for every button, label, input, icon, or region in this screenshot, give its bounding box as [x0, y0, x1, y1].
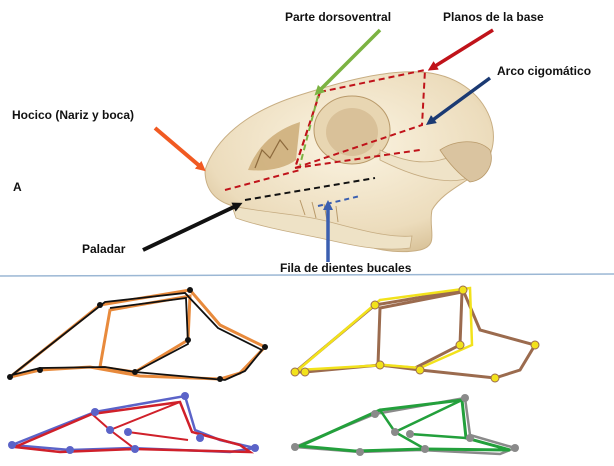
- panel-letter: A: [13, 180, 22, 194]
- label-paladar: Paladar: [82, 242, 125, 256]
- outline-orange-black: [7, 287, 268, 382]
- label-hocico: Hocico (Nariz y boca): [12, 108, 134, 122]
- label-arco-cigomatico: Arco cigomático: [497, 64, 591, 78]
- skull-illustration: [205, 72, 493, 252]
- orange-arrow: [155, 128, 202, 168]
- outline-red-blue: [8, 392, 259, 454]
- outline-yellow-brown: [291, 286, 539, 382]
- outline-green-gray: [291, 394, 519, 456]
- label-fila-dientes: Fila de dientes bucales: [280, 261, 411, 275]
- label-parte-dorsoventral: Parte dorsoventral: [285, 10, 391, 24]
- red-arrow: [432, 30, 493, 68]
- black-arrow: [143, 205, 238, 250]
- label-planos-base: Planos de la base: [443, 10, 544, 24]
